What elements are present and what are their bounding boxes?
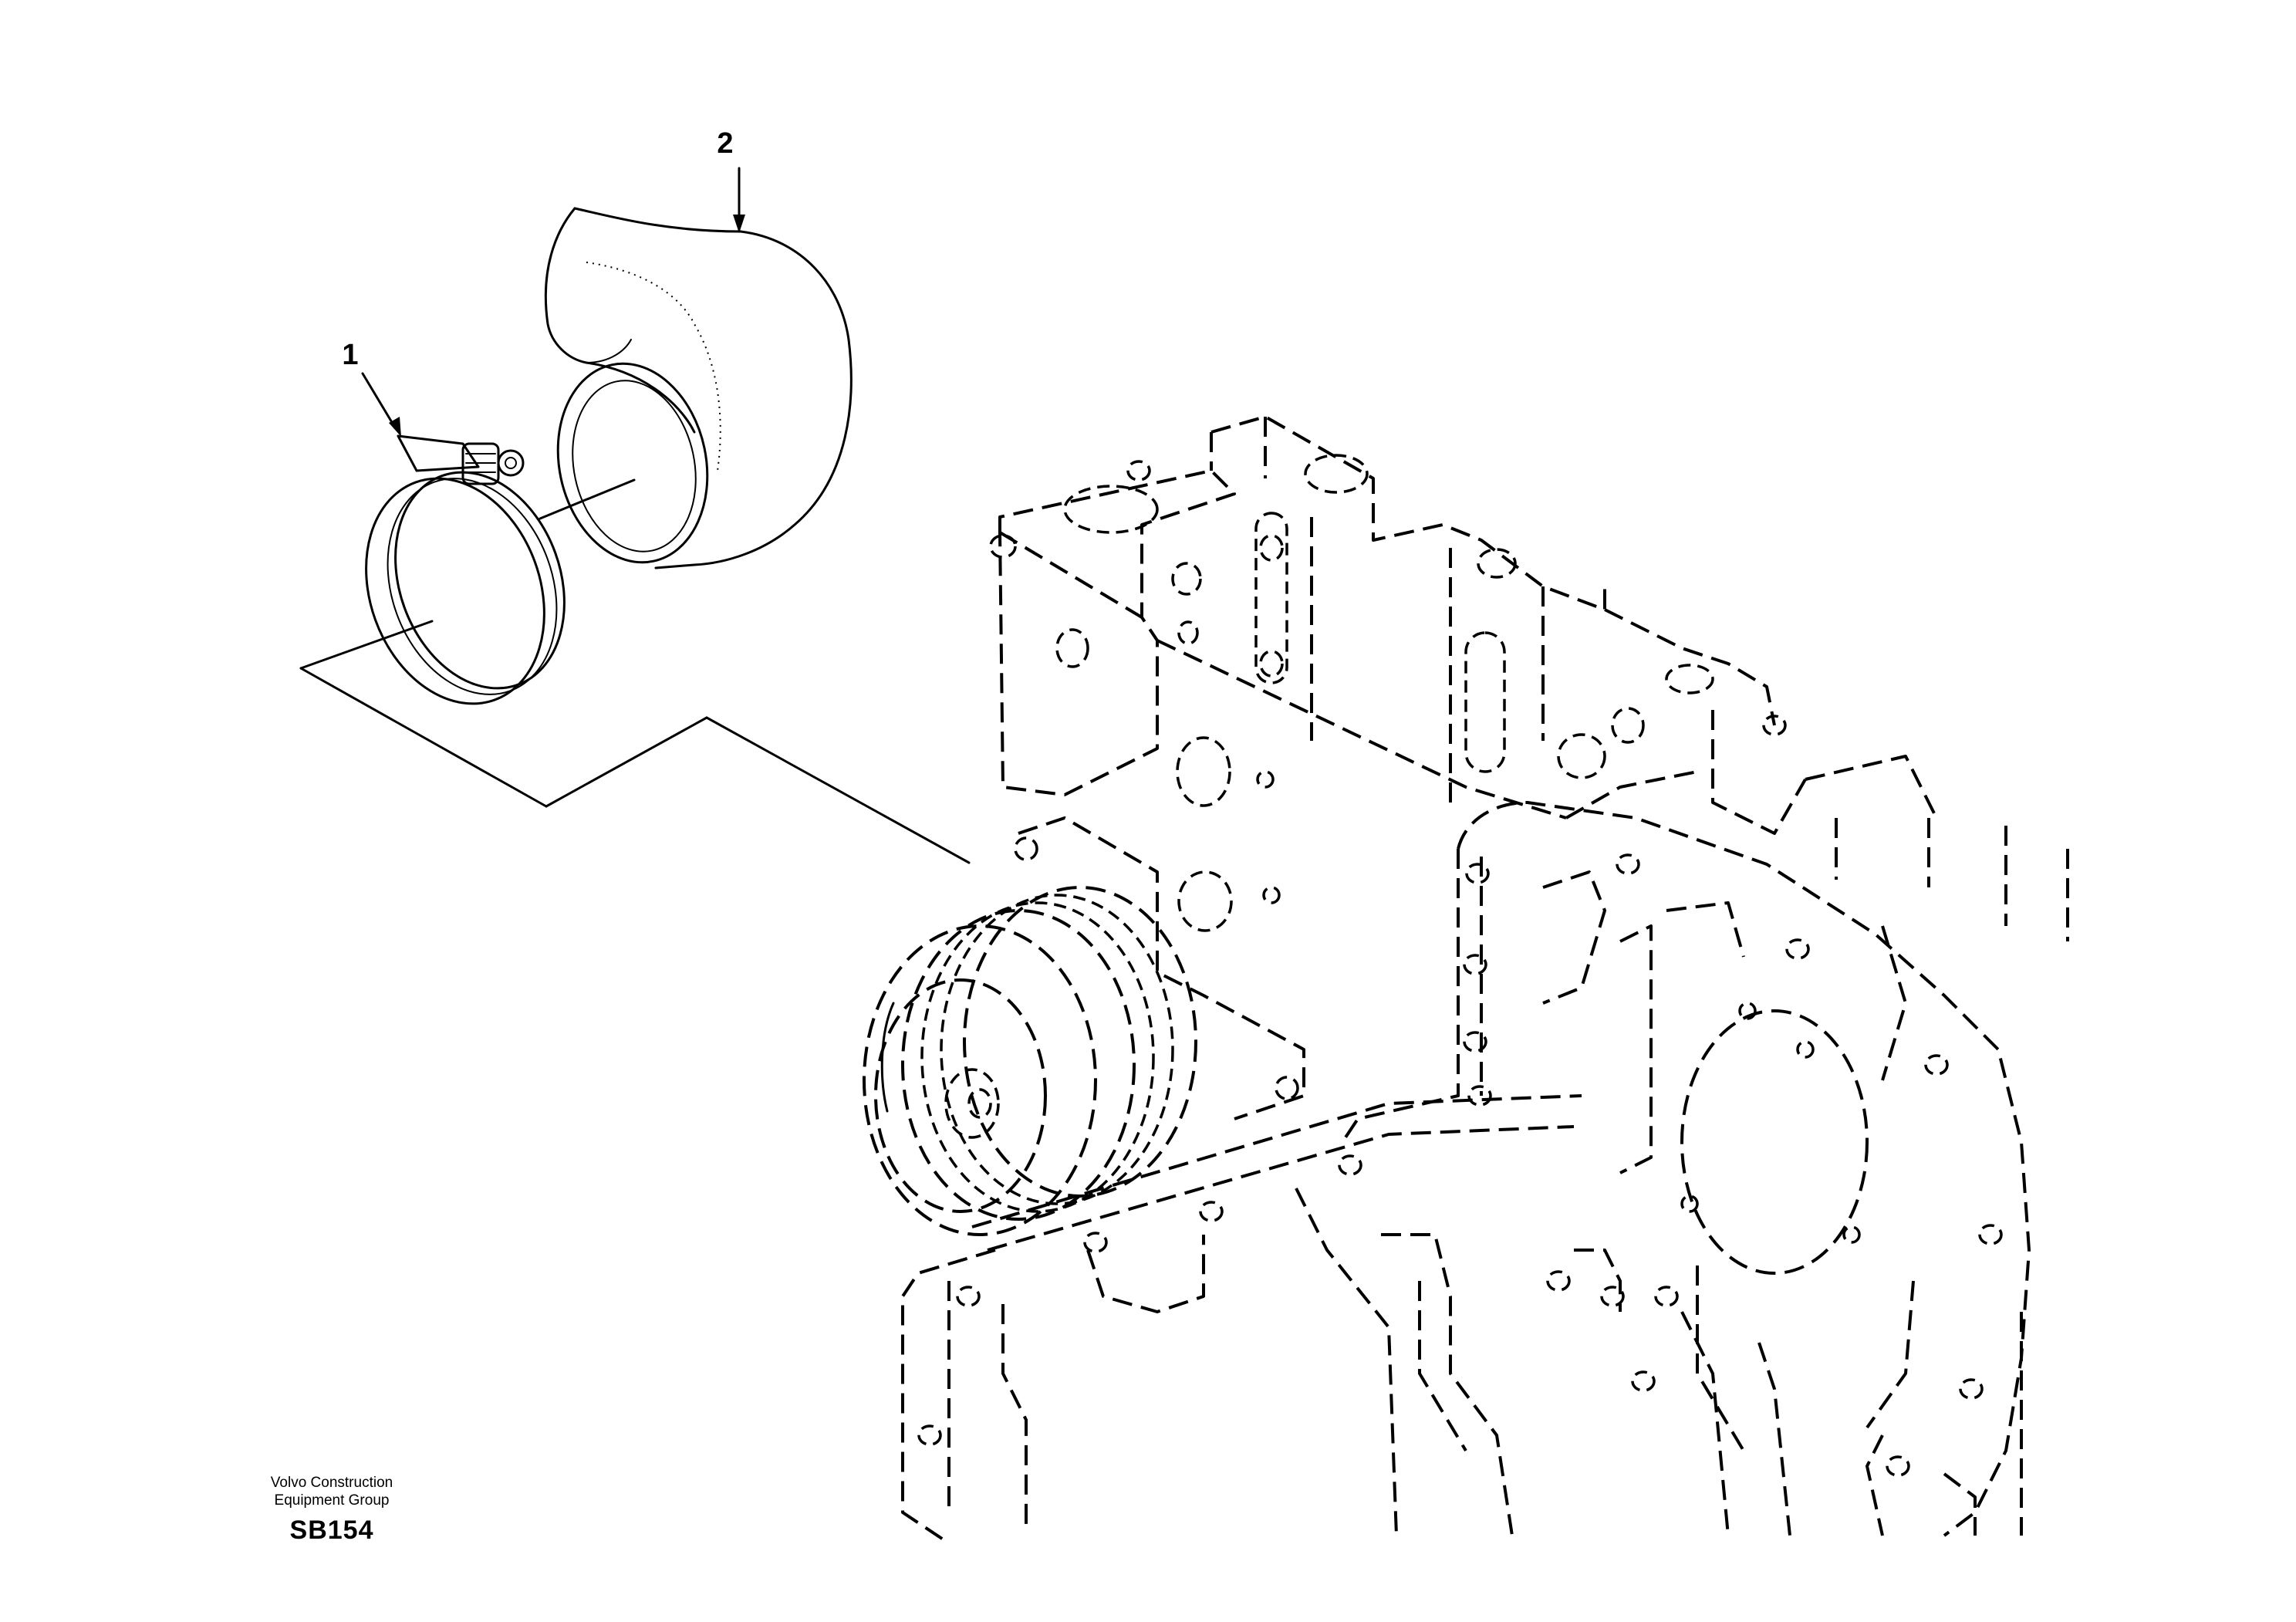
callout-label-2: 2 (717, 127, 733, 160)
pulley (863, 886, 1197, 1236)
assembly-leader-line (299, 478, 971, 864)
footer-company: Volvo Construction Equipment Group (270, 1475, 393, 1509)
hose-clamp (365, 434, 566, 705)
hose-elbow (544, 207, 853, 569)
timing-cover (1341, 801, 2031, 1537)
engine-block (863, 415, 2069, 1545)
footer-drawing-code: SB154 (289, 1516, 374, 1545)
callout-1: 1 (342, 339, 401, 437)
callout-2: 2 (717, 127, 745, 233)
callout-label-1: 1 (342, 339, 358, 371)
footer: Volvo Construction Equipment Group SB154 (231, 1474, 432, 1546)
